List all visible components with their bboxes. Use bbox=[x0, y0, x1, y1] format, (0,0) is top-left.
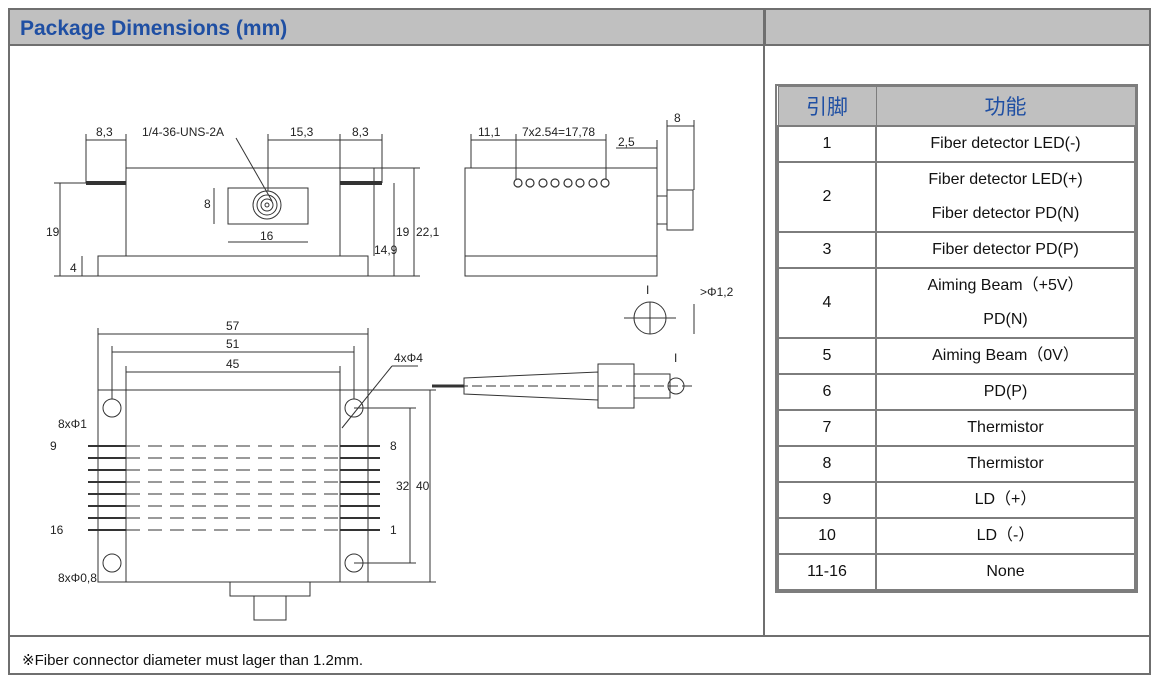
pin-function-cell: Aiming Beam（+5V） PD(N) bbox=[875, 267, 1136, 339]
function-text: PD(N) bbox=[983, 311, 1028, 328]
column-header-pin: 引脚 bbox=[777, 86, 877, 127]
header-bar: Package Dimensions (mm) bbox=[10, 10, 1149, 46]
footer-divider bbox=[10, 635, 1149, 637]
dim-label: 8,3 bbox=[96, 125, 113, 139]
dim-label: 32 bbox=[396, 479, 410, 493]
pin-number-cell: 9 bbox=[777, 481, 877, 519]
plan-view-body bbox=[97, 389, 369, 583]
detail-label: I bbox=[646, 283, 649, 297]
pin-function-cell: LD（-） bbox=[875, 517, 1136, 555]
function-text: Thermistor bbox=[967, 419, 1044, 436]
dim-label: 8 bbox=[204, 197, 211, 211]
column-divider bbox=[763, 46, 765, 635]
pin-number: 16 bbox=[50, 523, 64, 537]
pin-number: 1 bbox=[390, 523, 397, 537]
function-text: LD（-） bbox=[976, 527, 1035, 544]
pin-number-cell: 10 bbox=[777, 517, 877, 555]
dim-label: 8,3 bbox=[352, 125, 369, 139]
table-row: 10 LD（-） bbox=[777, 517, 1136, 555]
detail-label: I bbox=[674, 351, 677, 365]
table-header-row: 引脚 功能 bbox=[777, 86, 1136, 127]
pin-function-cell: Thermistor bbox=[875, 445, 1136, 483]
function-text: None bbox=[986, 563, 1025, 580]
section-title: Package Dimensions (mm) bbox=[20, 17, 288, 40]
thread-label: 1/4-36-UNS-2A bbox=[142, 125, 224, 139]
pin-number-cell: 3 bbox=[777, 231, 877, 269]
pin-function-cell: Fiber detector LED(-) bbox=[875, 125, 1136, 163]
dim-label: 11,1 bbox=[478, 125, 501, 139]
dim-label: 45 bbox=[226, 357, 240, 371]
function-text: Fiber detector PD(P) bbox=[932, 241, 1079, 258]
hole-label: 4xΦ4 bbox=[394, 351, 423, 365]
pin-function-cell: Fiber detector PD(P) bbox=[875, 231, 1136, 269]
pin-number: 9 bbox=[50, 439, 57, 453]
table-row: 9 LD（+） bbox=[777, 481, 1136, 519]
pin-function-cell: Thermistor bbox=[875, 409, 1136, 447]
table-row: 3 Fiber detector PD(P) bbox=[777, 231, 1136, 269]
side-view-body bbox=[464, 167, 658, 277]
table-row: 5 Aiming Beam（0V） bbox=[777, 337, 1136, 375]
dim-label: 15,3 bbox=[290, 125, 314, 139]
mount-hole-bl bbox=[102, 553, 122, 573]
dim-label: 51 bbox=[226, 337, 240, 351]
pin-number-cell: 5 bbox=[777, 337, 877, 375]
drawing-svg: 8,3 1/4-36-UNS-2A 15,3 8,3 8 16 19 4 14,… bbox=[46, 111, 734, 621]
pin-number-cell: 6 bbox=[777, 373, 877, 411]
dim-label: 2,5 bbox=[618, 135, 635, 149]
table-row: 8 Thermistor bbox=[777, 445, 1136, 483]
function-text: PD(P) bbox=[983, 383, 1028, 400]
side-view-connector bbox=[656, 195, 668, 225]
function-text: Fiber detector LED(-) bbox=[930, 135, 1081, 152]
package-drawing: 8,3 1/4-36-UNS-2A 15,3 8,3 8 16 19 4 14,… bbox=[18, 56, 763, 631]
dim-label: 8xΦ0,8 bbox=[58, 571, 97, 585]
pin-number-cell: 2 bbox=[777, 161, 877, 233]
table-row: 6 PD(P) bbox=[777, 373, 1136, 411]
pin-function-cell: PD(P) bbox=[875, 373, 1136, 411]
pin-function-cell: None bbox=[875, 553, 1136, 591]
top-view-body bbox=[125, 167, 341, 257]
header-divider bbox=[763, 10, 766, 46]
column-header-function: 功能 bbox=[875, 86, 1136, 127]
dim-label: 4 bbox=[70, 261, 77, 275]
table-row: 11-16 None bbox=[777, 553, 1136, 591]
table-row: 1 Fiber detector LED(-) bbox=[777, 125, 1136, 163]
table-row: 2 Fiber detector LED(+) Fiber detector PD(… bbox=[777, 161, 1136, 233]
table-row: 7 Thermistor bbox=[777, 409, 1136, 447]
dim-label: 19 bbox=[46, 225, 60, 239]
pin-number-cell: 7 bbox=[777, 409, 877, 447]
pin-number-cell: 1 bbox=[777, 125, 877, 163]
dim-label: >Φ1,2 bbox=[700, 285, 734, 299]
pin-function-cell: LD（+） bbox=[875, 481, 1136, 519]
pin-number-cell: 4 bbox=[777, 267, 877, 339]
top-view-base bbox=[97, 255, 369, 277]
dim-label: 8xΦ1 bbox=[58, 417, 87, 431]
plan-view-fiber-mount bbox=[229, 581, 311, 597]
dim-label: 16 bbox=[260, 229, 274, 243]
pin-function-cell: Aiming Beam（0V） bbox=[875, 337, 1136, 375]
dim-label: 40 bbox=[416, 479, 430, 493]
function-text: Aiming Beam（0V） bbox=[932, 347, 1079, 364]
pin-number-cell: 11-16 bbox=[777, 553, 877, 591]
pin-number: 8 bbox=[390, 439, 397, 453]
table-row: 4 Aiming Beam（+5V） PD(N) bbox=[777, 267, 1136, 339]
connector-circle-outer bbox=[252, 190, 282, 220]
function-text: LD（+） bbox=[974, 491, 1037, 508]
function-text: Aiming Beam（+5V） bbox=[927, 277, 1084, 294]
function-text: Fiber detector PD(N) bbox=[931, 205, 1080, 222]
dim-label: 14,9 bbox=[374, 243, 398, 257]
dim-label: 19 bbox=[396, 225, 410, 239]
footer-note: ※Fiber connector diameter must lager tha… bbox=[22, 652, 364, 669]
function-text: Fiber detector LED(+) bbox=[928, 171, 1083, 188]
dim-label: 8 bbox=[674, 111, 681, 125]
pin-number-cell: 8 bbox=[777, 445, 877, 483]
function-text: Thermistor bbox=[967, 455, 1044, 472]
dim-label: 57 bbox=[226, 319, 240, 333]
dim-label: 22,1 bbox=[416, 225, 440, 239]
pin-function-cell: Fiber detector LED(+) Fiber detector PD(N… bbox=[875, 161, 1136, 233]
dim-label: 7x2.54=17,78 bbox=[522, 125, 595, 139]
